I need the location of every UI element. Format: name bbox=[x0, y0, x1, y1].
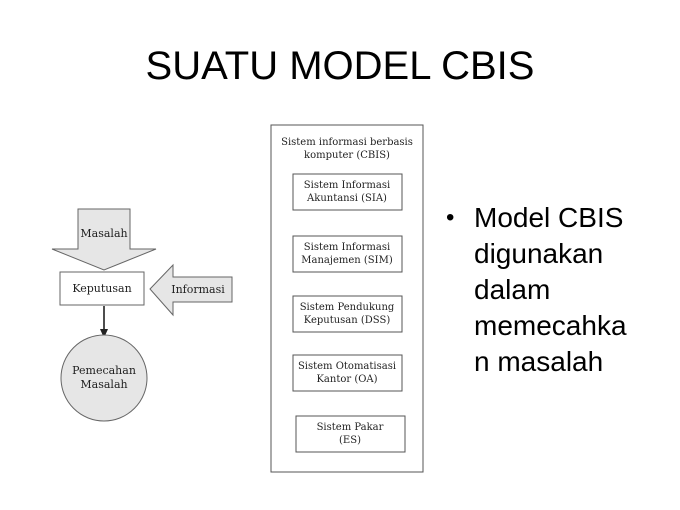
decision-label: Keputusan bbox=[72, 282, 131, 295]
solution-label-line1: Pemecahan bbox=[72, 364, 136, 377]
cbis-header-line1: Sistem informasi berbasis bbox=[281, 137, 413, 148]
subsystem-box-oa bbox=[292, 354, 403, 392]
subsystem-box-sim bbox=[292, 235, 403, 273]
subsystem-oa-line2: Kantor (OA) bbox=[316, 374, 377, 385]
solution-circle bbox=[60, 334, 148, 422]
subsystem-es-line2: (ES) bbox=[339, 435, 361, 446]
bullet-text: Model CBIS digunakan dalam memecahka n m… bbox=[474, 202, 627, 377]
problem-arrow bbox=[51, 208, 157, 271]
subsystem-box-dss bbox=[292, 295, 403, 333]
subsystem-sia-line2: Akuntansi (SIA) bbox=[306, 193, 387, 204]
decision-box bbox=[59, 271, 145, 306]
slide-title: SUATU MODEL CBIS bbox=[145, 44, 535, 88]
information-arrow bbox=[149, 263, 233, 317]
cbis-header-line2: komputer (CBIS) bbox=[304, 150, 390, 161]
problem-label: Masalah bbox=[80, 227, 127, 240]
subsystem-sim-line2: Manajemen (SIM) bbox=[301, 255, 393, 266]
subsystem-dss-line1: Sistem Pendukung bbox=[300, 302, 395, 313]
subsystem-box-sia bbox=[292, 173, 403, 211]
subsystem-dss-line2: Keputusan (DSS) bbox=[304, 315, 391, 326]
subsystem-es-line1: Sistem Pakar bbox=[317, 422, 384, 433]
solution-label-line2: Masalah bbox=[80, 378, 127, 391]
subsystem-box-es bbox=[295, 415, 406, 453]
bullet-dot-icon: • bbox=[446, 204, 455, 231]
subsystem-sia-line1: Sistem Informasi bbox=[304, 180, 390, 191]
subsystem-sim-line1: Sistem Informasi bbox=[304, 242, 390, 253]
information-label: Informasi bbox=[171, 283, 225, 296]
bullet-item: • Model CBIS digunakan dalam memecahka n… bbox=[446, 200, 666, 380]
subsystem-oa-line1: Sistem Otomatisasi bbox=[298, 361, 396, 372]
decision-to-solution-arrowhead bbox=[100, 329, 108, 338]
